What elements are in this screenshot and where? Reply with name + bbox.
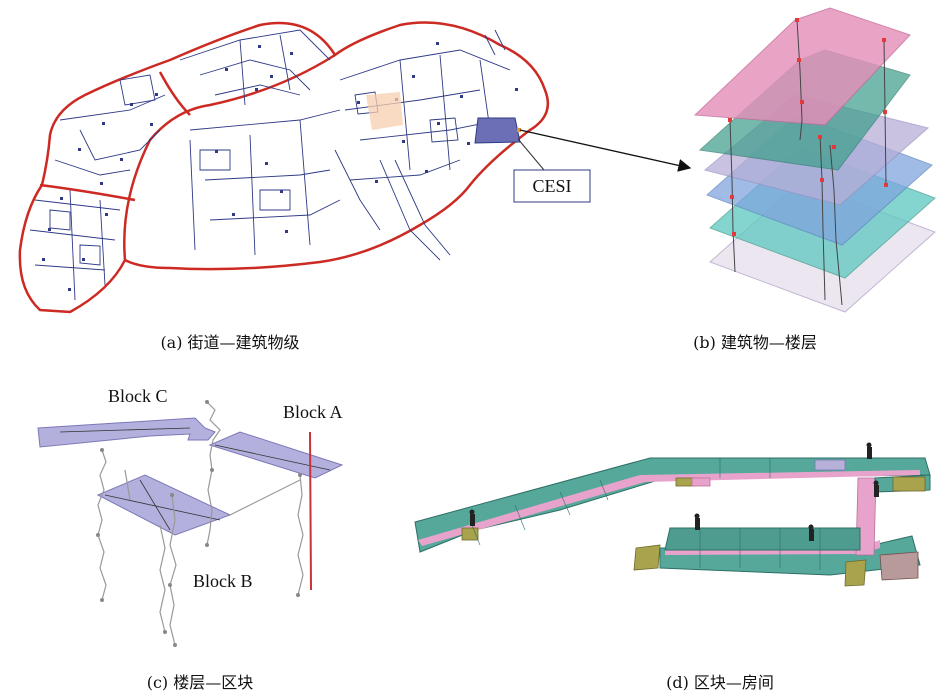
panel-c-blocks: Block C Block A Block B bbox=[37, 386, 344, 647]
person-figures bbox=[469, 442, 879, 541]
cesi-label: CESI bbox=[532, 176, 571, 196]
olive-room-3 bbox=[892, 476, 926, 492]
district-divider-3 bbox=[123, 53, 336, 261]
stair-nodes bbox=[96, 400, 302, 647]
person-figure bbox=[866, 442, 872, 459]
lower-left-wing bbox=[664, 527, 861, 551]
cesi-label-box bbox=[513, 169, 591, 203]
panel-d-rooms bbox=[414, 442, 931, 587]
person-figure bbox=[808, 524, 814, 541]
olive-room-1 bbox=[461, 527, 479, 541]
pink-room bbox=[691, 477, 711, 487]
olive-room-2 bbox=[675, 477, 695, 487]
caption-a: (a) 街道—建筑物级 bbox=[160, 333, 299, 352]
street-parcel-lines bbox=[29, 29, 511, 301]
arrow-to-building bbox=[519, 129, 692, 172]
district-divider-2 bbox=[158, 71, 191, 116]
caption-d: (d) 区块—房间 bbox=[666, 673, 774, 692]
block-a-elevator-line bbox=[309, 431, 312, 591]
block-a-label: Block A bbox=[283, 402, 343, 422]
connector-nodes bbox=[728, 18, 888, 236]
cesi-leader-line bbox=[517, 138, 545, 171]
olive-room-5 bbox=[844, 559, 867, 587]
block-c-label: Block C bbox=[108, 386, 168, 406]
cesi-building[interactable] bbox=[474, 117, 521, 144]
district-divider-1 bbox=[39, 183, 136, 202]
panel-b-floor-stack bbox=[693, 7, 936, 313]
highlight-zone bbox=[366, 92, 403, 130]
block-c-shape[interactable] bbox=[37, 417, 216, 448]
block-a-shape[interactable] bbox=[208, 431, 344, 479]
person-figure bbox=[469, 509, 475, 526]
panel-a-street-map: CESI bbox=[18, 21, 591, 314]
person-figure bbox=[873, 480, 879, 497]
floor-layer-pink bbox=[693, 7, 911, 126]
caption-b: (b) 建筑物—楼层 bbox=[693, 333, 817, 352]
campus-boundary bbox=[18, 21, 550, 314]
mauve-room bbox=[879, 551, 919, 581]
person-figure bbox=[694, 513, 700, 530]
olive-room-4 bbox=[633, 544, 661, 571]
caption-c: (c) 楼层—区块 bbox=[147, 673, 254, 692]
stair-connectors bbox=[97, 401, 304, 646]
lavender-room bbox=[814, 459, 846, 471]
cesi-marker bbox=[517, 128, 521, 132]
room-dividers bbox=[469, 458, 821, 570]
building-centroid-dots bbox=[42, 42, 518, 291]
block-b-label: Block B bbox=[193, 571, 253, 591]
